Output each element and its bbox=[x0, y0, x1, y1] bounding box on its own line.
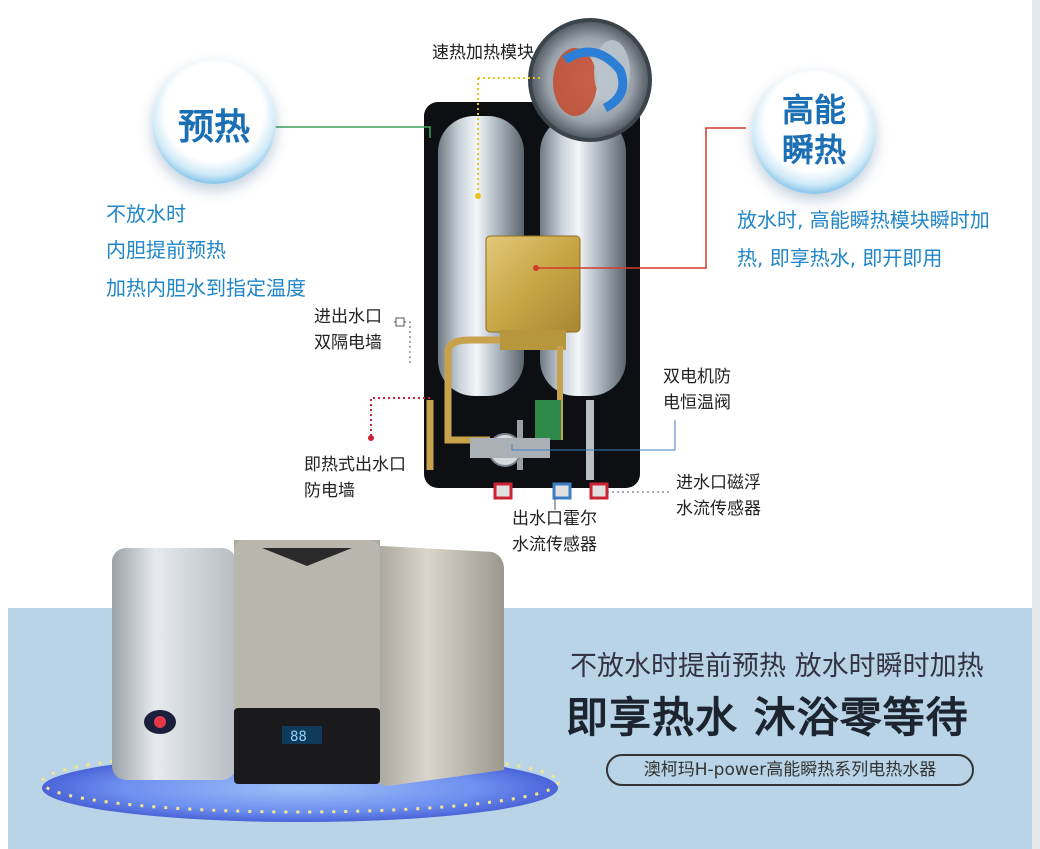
instant-bubble-line2: 瞬热 bbox=[781, 131, 846, 169]
callout-outlet-wall-2: 双隔电墙 bbox=[314, 333, 382, 353]
connector-mid bbox=[552, 482, 572, 500]
callout-inlet-sensor-1: 进水口磁浮 bbox=[676, 473, 761, 493]
connector-right bbox=[589, 482, 609, 500]
instant-line bbox=[536, 127, 746, 269]
callout-motor-2: 电恒温阀 bbox=[663, 393, 731, 413]
preheat-bubble: 预热 bbox=[152, 60, 276, 184]
instant-bubble-line1: 高能 bbox=[781, 91, 846, 129]
left-text-2: 内胆提前预热 bbox=[106, 238, 226, 262]
callout-outlet-wall-1: 进出水口 bbox=[314, 307, 382, 327]
callout-inlet-sensor-2: 水流传感器 bbox=[676, 499, 761, 519]
callout-outlet-sensor-2: 水流传感器 bbox=[512, 535, 597, 555]
headline-primary: 不放水时提前预热 放水时瞬时加热 bbox=[570, 651, 984, 682]
left-text-1: 不放水时 bbox=[106, 202, 186, 226]
callout-motor-1: 双电机防 bbox=[663, 367, 731, 387]
callout-instant-wall-1: 即热式出水口 bbox=[304, 455, 406, 475]
svg-text:88: 88 bbox=[290, 729, 307, 745]
headline-main: 即享热水 沐浴零等待 bbox=[566, 693, 969, 742]
instant-bubble: 高能 瞬热 bbox=[752, 70, 876, 194]
preheat-line bbox=[272, 126, 431, 138]
preheat-bubble-text: 预热 bbox=[177, 107, 250, 148]
right-text-2: 热, 即享热水, 即开即用 bbox=[737, 246, 943, 270]
callout-instant-wall-2: 防电墙 bbox=[304, 481, 355, 501]
right-text-1: 放水时, 高能瞬热模块瞬时加 bbox=[737, 208, 990, 232]
connector-left bbox=[493, 482, 513, 500]
module-label: 速热加热模块 bbox=[432, 43, 534, 63]
left-text-3: 加热内胆水到指定温度 bbox=[106, 276, 306, 300]
right-edge-strip bbox=[1032, 0, 1040, 849]
callout-outlet-sensor-1: 出水口霍尔 bbox=[512, 509, 597, 529]
product-series-pill: 澳柯玛H-power高能瞬热系列电热水器 bbox=[606, 754, 974, 786]
